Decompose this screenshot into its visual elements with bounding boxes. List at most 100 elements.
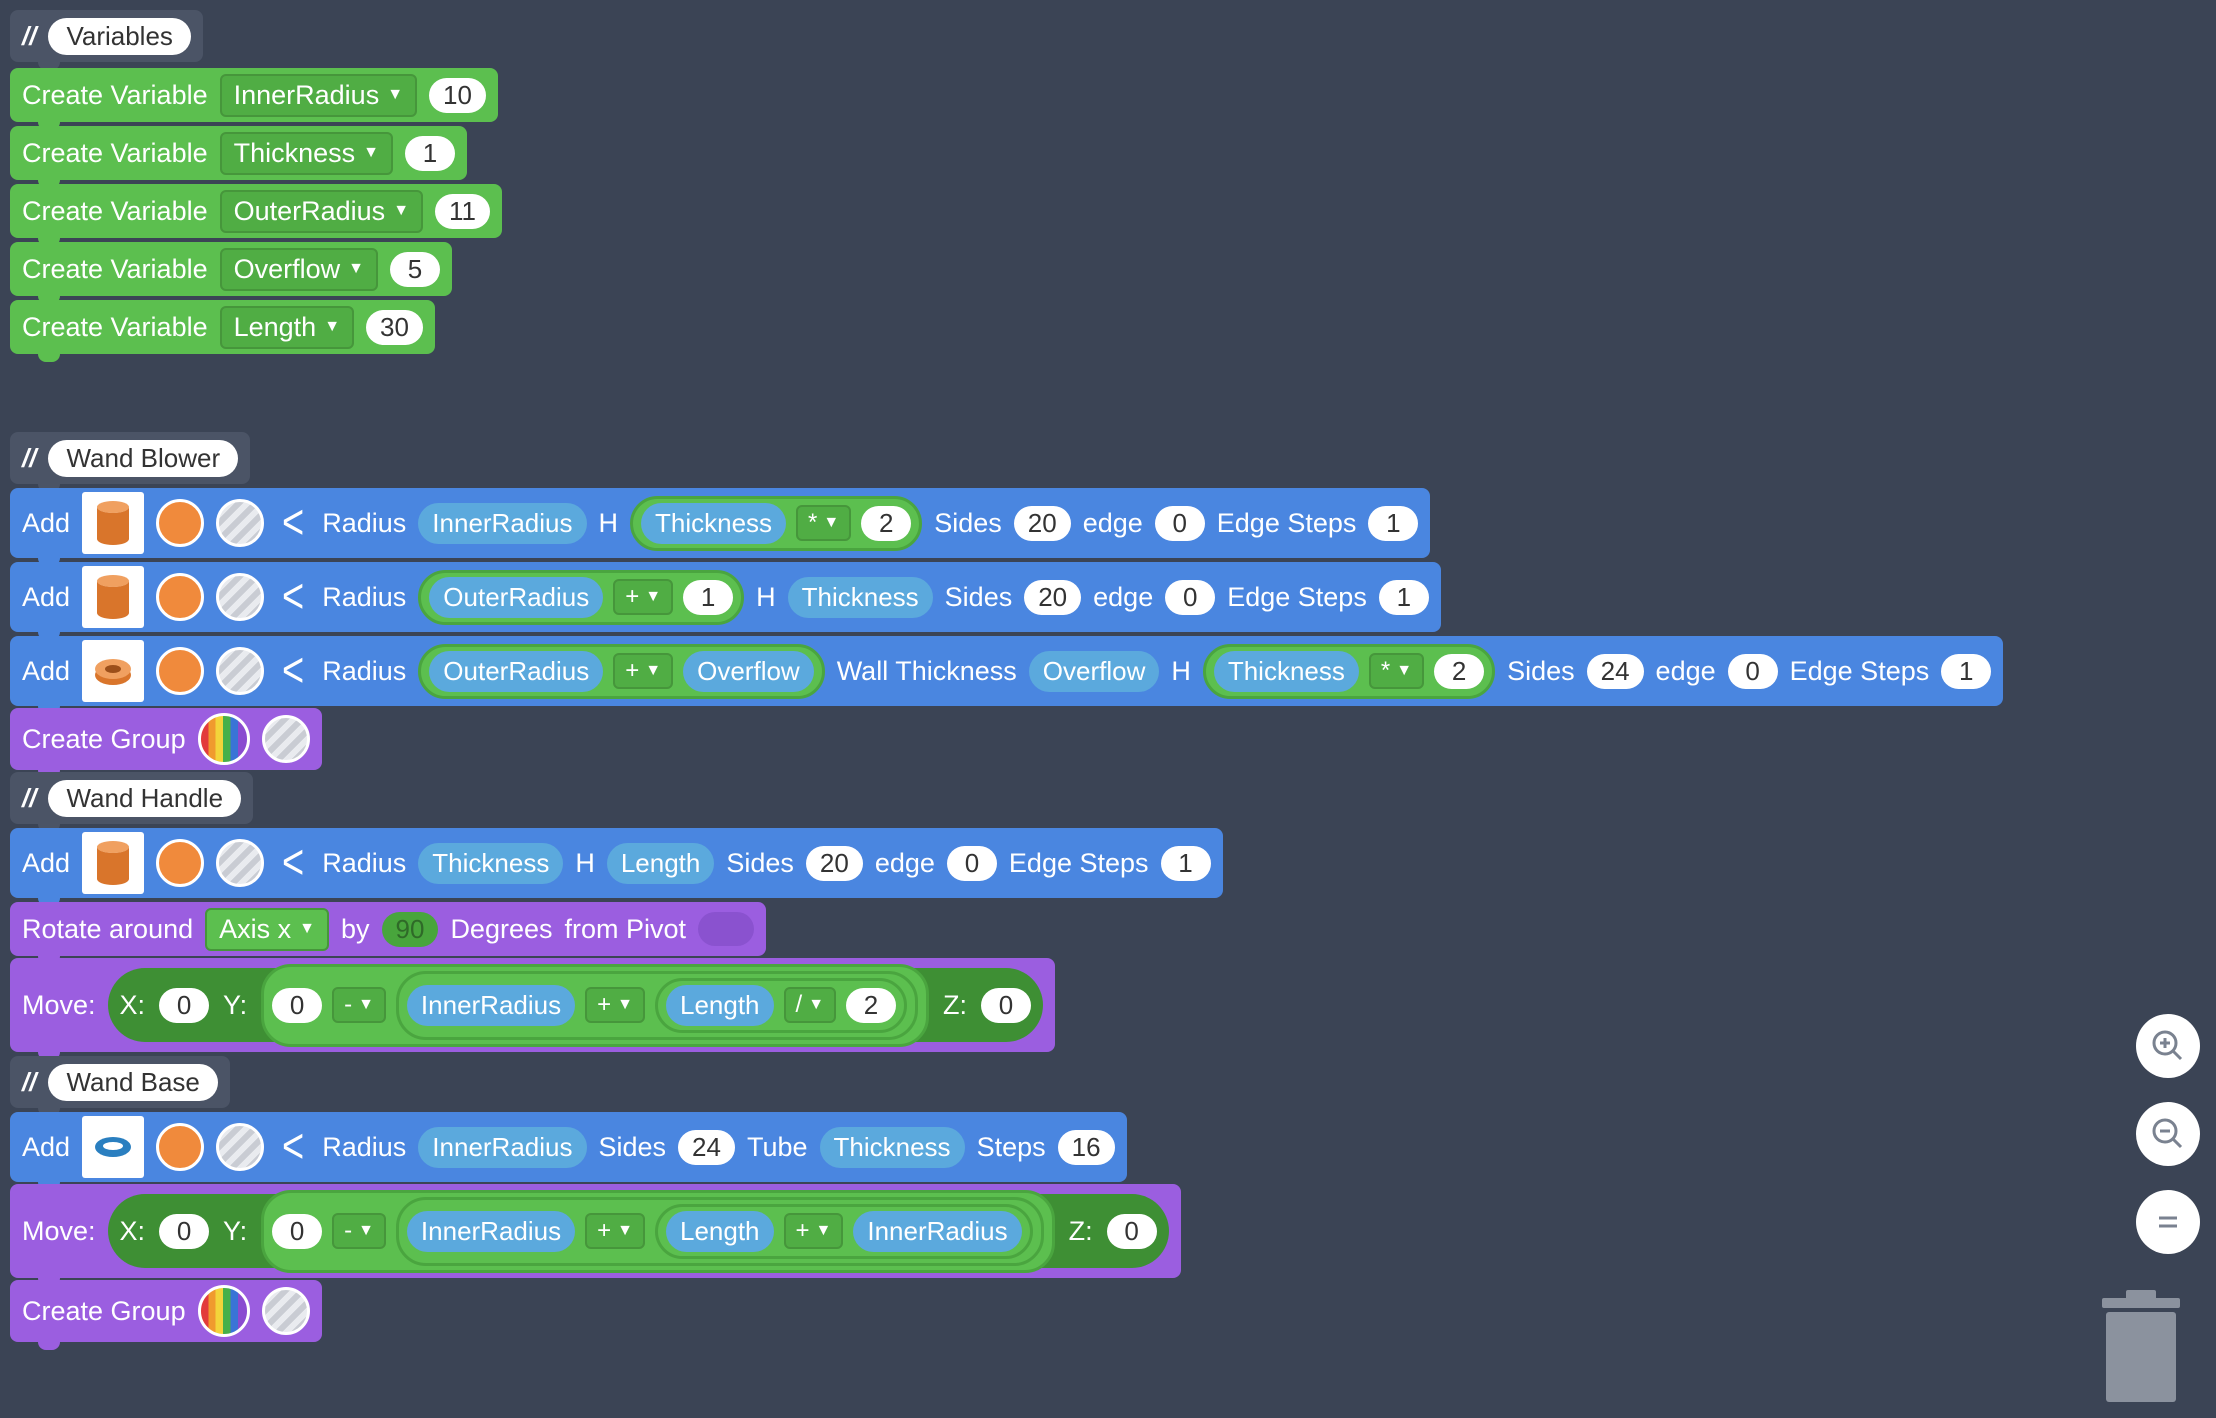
- color-swatch[interactable]: [156, 839, 205, 887]
- add-cylinder-block[interactable]: Add < Radius OuterRadius +▼ 1 H Thicknes…: [10, 562, 1441, 640]
- degrees-value[interactable]: 90: [381, 911, 439, 947]
- variable-value[interactable]: 1: [405, 135, 455, 171]
- edge-value[interactable]: 0: [1154, 505, 1205, 541]
- hole-swatch[interactable]: [216, 573, 265, 621]
- edge-value[interactable]: 0: [1165, 579, 1216, 615]
- h-expression[interactable]: Thickness *▼ 2: [1202, 643, 1496, 699]
- comment-text[interactable]: Variables: [48, 17, 191, 55]
- y-variable-2[interactable]: Length: [665, 1210, 774, 1252]
- x-value[interactable]: 0: [159, 1213, 210, 1249]
- reset-zoom-button[interactable]: [2136, 1190, 2200, 1254]
- add-cylinder-block[interactable]: Add < Radius Thickness H Length Sides 20…: [10, 828, 1223, 906]
- zoom-in-button[interactable]: [2136, 1014, 2200, 1078]
- variable-dropdown[interactable]: InnerRadius▼: [219, 73, 418, 117]
- comment-wand-base[interactable]: // Wand Base: [10, 1056, 230, 1116]
- comment-wand-blower[interactable]: // Wand Blower: [10, 432, 251, 492]
- y-expression[interactable]: 0 -▼ InnerRadius +▼ Length +▼ InnerRadiu…: [261, 1189, 1055, 1273]
- cylinder-thumbnail[interactable]: [82, 566, 145, 628]
- sides-value[interactable]: 24: [1586, 653, 1644, 689]
- hole-swatch[interactable]: [216, 499, 265, 547]
- h-number[interactable]: 2: [1434, 653, 1485, 689]
- chevron-left-icon[interactable]: <: [282, 643, 305, 698]
- h-expression[interactable]: Thickness *▼ 2: [630, 495, 923, 551]
- radius-variable[interactable]: Thickness: [418, 842, 564, 884]
- variable-value[interactable]: 10: [429, 77, 486, 113]
- variable-dropdown[interactable]: OuterRadius▼: [219, 189, 424, 233]
- tube-variable[interactable]: Thickness: [819, 1126, 965, 1168]
- cylinder-thumbnail[interactable]: [82, 832, 145, 894]
- variable-dropdown[interactable]: Length▼: [219, 305, 355, 349]
- y-subexpression-2[interactable]: Length +▼ InnerRadius: [654, 1203, 1033, 1259]
- comment-variables[interactable]: // Variables: [10, 10, 203, 70]
- move-vector[interactable]: X: 0 Y: 0 -▼ InnerRadius +▼ Length +▼ In…: [107, 1189, 1169, 1273]
- create-variable-block[interactable]: Create Variable OuterRadius▼ 11: [10, 184, 503, 246]
- radius-variable[interactable]: InnerRadius: [418, 1126, 587, 1168]
- radius-number[interactable]: 1: [683, 579, 734, 615]
- y-number[interactable]: 0: [272, 1213, 323, 1249]
- operator-dropdown[interactable]: +▼: [585, 987, 645, 1023]
- comment-text[interactable]: Wand Handle: [48, 779, 242, 817]
- color-swatch[interactable]: [156, 573, 205, 621]
- operator-dropdown[interactable]: *▼: [796, 505, 852, 541]
- create-variable-block[interactable]: Create Variable Thickness▼ 1: [10, 126, 467, 188]
- add-torus-block[interactable]: Add < Radius InnerRadius Sides 24 Tube T…: [10, 1112, 1127, 1190]
- x-value[interactable]: 0: [159, 987, 210, 1023]
- hole-swatch[interactable]: [216, 1123, 265, 1171]
- rainbow-swatch[interactable]: [197, 713, 250, 765]
- hole-swatch[interactable]: [216, 839, 265, 887]
- add-cylinder-block[interactable]: Add < Radius InnerRadius H Thickness *▼ …: [10, 488, 1431, 566]
- tube-thumbnail[interactable]: [82, 640, 145, 702]
- y-variable-3[interactable]: InnerRadius: [853, 1210, 1022, 1252]
- variable-dropdown[interactable]: Thickness▼: [219, 131, 393, 175]
- hole-swatch[interactable]: [216, 647, 265, 695]
- chevron-left-icon[interactable]: <: [282, 1119, 305, 1174]
- operator-dropdown[interactable]: -▼: [332, 987, 386, 1023]
- variable-value[interactable]: 11: [435, 193, 491, 229]
- axis-dropdown[interactable]: Axis x▼: [205, 907, 329, 951]
- move-block[interactable]: Move: X: 0 Y: 0 -▼ InnerRadius +▼ Length…: [10, 1184, 1181, 1286]
- color-swatch[interactable]: [156, 1123, 205, 1171]
- torus-thumbnail[interactable]: [82, 1116, 145, 1178]
- h-variable[interactable]: Thickness: [641, 502, 787, 544]
- operator-dropdown[interactable]: *▼: [1368, 653, 1425, 689]
- cylinder-thumbnail[interactable]: [82, 492, 145, 554]
- z-value[interactable]: 0: [981, 987, 1032, 1023]
- radius-variable[interactable]: OuterRadius: [429, 576, 604, 618]
- h-variable[interactable]: Thickness: [787, 576, 933, 618]
- edge-value[interactable]: 0: [946, 845, 997, 881]
- comment-text[interactable]: Wand Blower: [48, 439, 239, 477]
- variable-dropdown[interactable]: Overflow▼: [219, 247, 378, 291]
- color-swatch[interactable]: [156, 499, 205, 547]
- pivot-toggle[interactable]: [698, 912, 755, 946]
- rotate-block[interactable]: Rotate around Axis x▼ by 90 Degrees from…: [10, 902, 767, 964]
- operator-dropdown[interactable]: +▼: [585, 1213, 645, 1249]
- trash-button[interactable]: [2096, 1290, 2186, 1409]
- add-tube-block[interactable]: Add < Radius OuterRadius +▼ Overflow Wal…: [10, 636, 2004, 714]
- variable-value[interactable]: 5: [389, 251, 440, 287]
- y-divisor[interactable]: 2: [846, 987, 897, 1023]
- y-subexpression[interactable]: InnerRadius +▼ Length +▼ InnerRadius: [395, 1196, 1044, 1266]
- zoom-out-button[interactable]: [2136, 1102, 2200, 1166]
- create-variable-block[interactable]: Create Variable InnerRadius▼ 10: [10, 68, 498, 130]
- hole-swatch[interactable]: [261, 1287, 310, 1335]
- wall-thickness-variable[interactable]: Overflow: [1028, 650, 1160, 692]
- edge-steps-value[interactable]: 1: [1941, 653, 1992, 689]
- move-vector[interactable]: X: 0 Y: 0 -▼ InnerRadius +▼ Length /▼ 2 …: [107, 963, 1044, 1047]
- sides-value[interactable]: 20: [1024, 579, 1082, 615]
- operator-dropdown[interactable]: +▼: [613, 579, 674, 615]
- y-subexpression-2[interactable]: Length /▼ 2: [654, 977, 908, 1033]
- variable-value[interactable]: 30: [366, 309, 423, 345]
- edge-steps-value[interactable]: 1: [1368, 505, 1419, 541]
- chevron-left-icon[interactable]: <: [282, 835, 305, 890]
- y-variable[interactable]: InnerRadius: [406, 1210, 576, 1252]
- y-variable-2[interactable]: Length: [665, 984, 774, 1026]
- h-variable[interactable]: Thickness: [1213, 650, 1359, 692]
- move-block[interactable]: Move: X: 0 Y: 0 -▼ InnerRadius +▼ Length…: [10, 958, 1056, 1060]
- edge-steps-value[interactable]: 1: [1160, 845, 1211, 881]
- operator-dropdown[interactable]: +▼: [783, 1213, 844, 1249]
- y-expression[interactable]: 0 -▼ InnerRadius +▼ Length /▼ 2: [261, 963, 930, 1047]
- radius-expression[interactable]: OuterRadius +▼ Overflow: [418, 643, 825, 699]
- sides-value[interactable]: 24: [678, 1129, 735, 1165]
- create-group-block[interactable]: Create Group: [10, 708, 322, 778]
